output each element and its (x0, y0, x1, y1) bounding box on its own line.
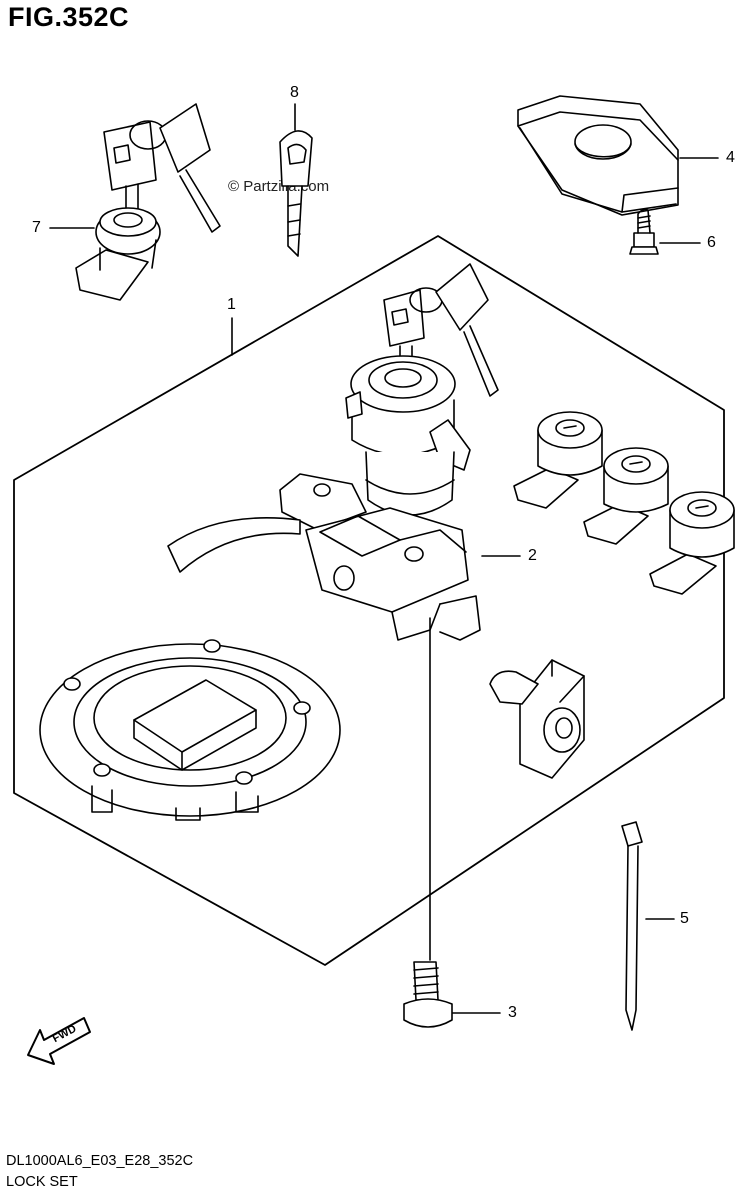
figure-caption: LOCK SET (6, 1174, 78, 1190)
fuel-cap-lock (39, 639, 341, 821)
key-part-8 (279, 130, 313, 257)
callout-7: 7 (32, 219, 41, 236)
screw-part-3 (403, 961, 453, 1028)
cable-tie-part-5 (621, 821, 643, 1031)
helmet-lock (489, 659, 585, 779)
callout-3: 3 (508, 1004, 517, 1021)
keys-part-7 (75, 103, 221, 301)
bolt-part-6 (629, 208, 659, 255)
figure-code: DL1000AL6_E03_E28_352C (6, 1153, 194, 1169)
callout-1: 1 (227, 296, 236, 313)
fwd-arrow-icon (27, 1017, 91, 1065)
cylinder-lock-2 (583, 447, 669, 545)
seat-cover-part (517, 95, 679, 216)
assembly-outline (13, 235, 725, 966)
ignition-switch-part-2 (167, 263, 499, 641)
callout-2: 2 (528, 547, 537, 564)
cylinder-lock-1 (513, 411, 603, 509)
callout-8: 8 (290, 84, 299, 101)
callout-5: 5 (680, 910, 689, 927)
callout-4: 4 (726, 149, 735, 166)
figure-title: FIG.352C (8, 2, 130, 32)
cylinder-lock-3 (649, 491, 735, 595)
callout-6: 6 (707, 234, 716, 251)
